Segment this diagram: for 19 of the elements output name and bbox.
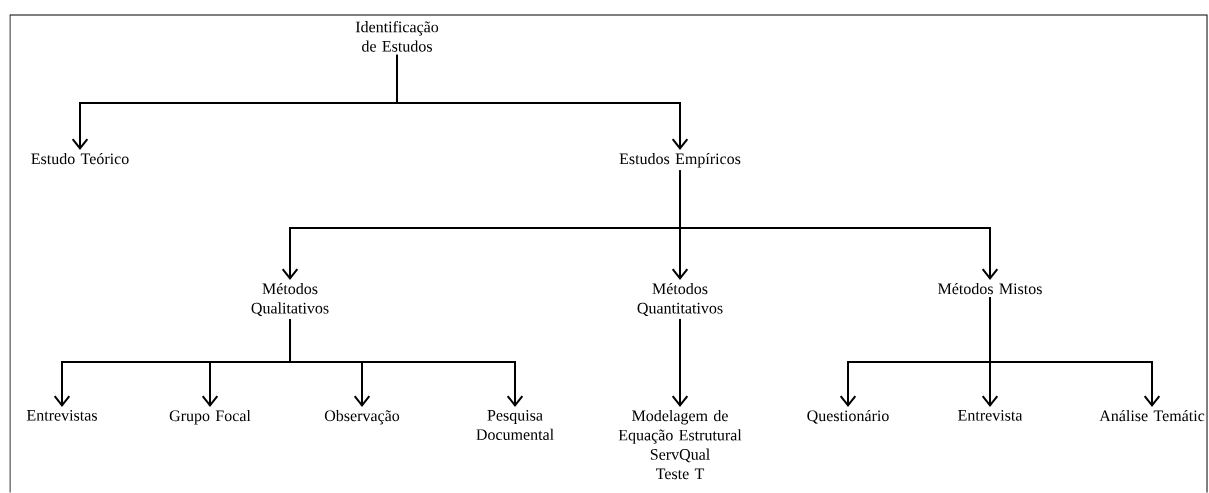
arrow	[679, 169, 999, 280]
arrow	[396, 53, 689, 150]
node-label: Grupo Focal	[169, 409, 251, 425]
node-label: Identificação de Estudos	[355, 20, 439, 52]
node-label: Observação	[324, 409, 400, 425]
node-label: Estudo Teórico	[31, 152, 129, 165]
node-label: Métodos Quantitativos	[637, 282, 723, 316]
arrow	[289, 317, 524, 407]
node-label: Entrevista	[958, 409, 1023, 421]
arrow	[671, 317, 689, 407]
node-label: Estudos Empíricos	[619, 152, 741, 168]
node-label: Análise Temátic	[1099, 409, 1205, 422]
node-label: Modelagem de Equação Estrutural ServQual Teste T	[618, 409, 742, 480]
node-label: Métodos Mistos	[938, 282, 1042, 295]
node-label: Pesquisa Documental	[476, 409, 554, 440]
arrow	[989, 296, 1161, 407]
node-label: Entrevistas	[26, 409, 97, 421]
node-label: Questionário	[807, 409, 889, 424]
node-label: Métodos Qualitativos	[251, 282, 329, 316]
